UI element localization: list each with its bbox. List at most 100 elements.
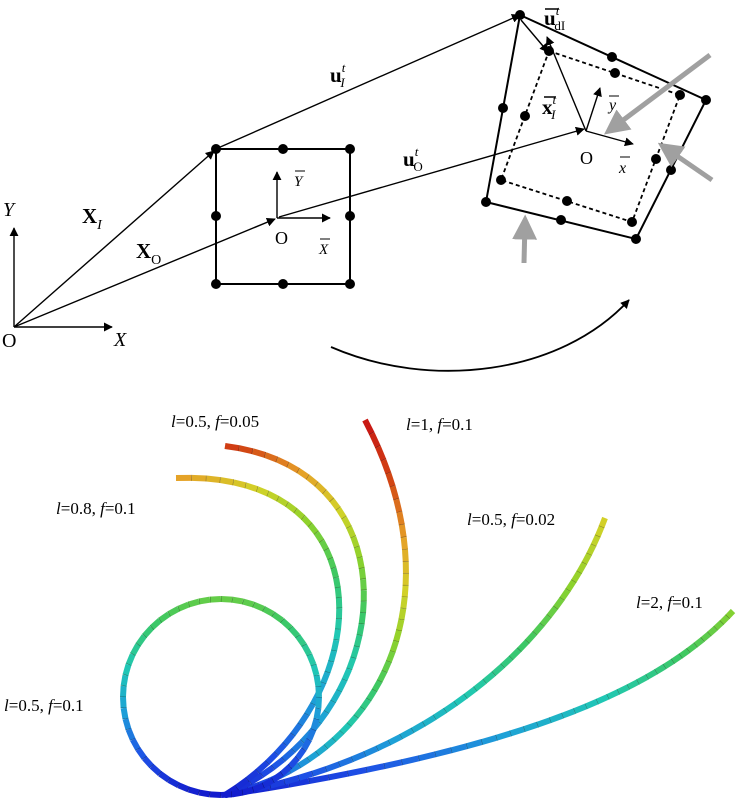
beam-segment — [122, 717, 132, 731]
beam-segment — [135, 634, 147, 647]
beam-segment — [244, 482, 259, 493]
beam-segment — [198, 596, 211, 605]
beam-segment — [297, 712, 310, 727]
beam-segment — [532, 623, 545, 636]
beam-segment — [576, 562, 587, 574]
beam-segment — [331, 639, 340, 652]
beam-segment — [719, 614, 730, 625]
beam-segment — [522, 721, 539, 733]
beam-segment — [491, 663, 505, 677]
beam-segment — [595, 694, 609, 705]
curve-label: l=2, f=0.1 — [636, 593, 703, 612]
beam-segment — [594, 525, 605, 538]
beam-segment — [500, 655, 513, 669]
beam-segment — [616, 684, 630, 695]
ref-node — [278, 144, 288, 154]
beam-segment — [330, 689, 342, 704]
beam-segment — [323, 737, 336, 750]
global-y-label: Y — [3, 199, 16, 221]
beam-segment — [276, 496, 289, 508]
beam-segment — [295, 634, 307, 647]
beam-segment — [297, 770, 314, 781]
beam-segment — [581, 553, 592, 565]
load-arrow-icon — [657, 142, 714, 183]
beam-segment — [271, 611, 284, 623]
beam-segment — [539, 614, 552, 627]
beam-segment — [328, 650, 337, 663]
beam-segment — [333, 628, 341, 641]
beam-segment — [234, 777, 249, 791]
curve-label: l=0.5, f=0.05 — [171, 412, 259, 431]
vector-u-O — [278, 126, 585, 218]
beam-segment — [508, 647, 522, 661]
beam-segment — [417, 751, 436, 762]
beam-segment — [219, 477, 235, 486]
beam-segment — [536, 717, 551, 728]
beam-segment — [287, 763, 301, 774]
beam-segment — [376, 670, 388, 683]
beam-segment — [333, 577, 341, 589]
beam-segment — [571, 570, 582, 583]
beam-segment — [365, 763, 385, 773]
beam-segment — [296, 468, 310, 480]
beam-segment — [450, 743, 468, 754]
global-x-label: X — [113, 329, 127, 351]
beam-segment — [281, 748, 296, 762]
inner-node — [627, 217, 637, 227]
beam-segment — [252, 601, 265, 612]
beam-segment — [283, 775, 300, 785]
beam-segment — [125, 653, 136, 666]
beam-segment — [495, 730, 512, 741]
beam-segment — [482, 671, 496, 684]
inner-node — [675, 90, 685, 100]
cur-node — [556, 215, 566, 225]
beam-segment — [313, 707, 322, 720]
vector-u-I — [217, 14, 521, 149]
beam-segment — [288, 778, 310, 788]
beam-segment — [167, 606, 180, 617]
beam-segment — [290, 739, 305, 753]
beam-segment — [323, 548, 334, 560]
beam-segment — [220, 596, 233, 603]
beam-segment — [158, 611, 171, 623]
beam-segment — [713, 620, 724, 631]
beam-segment — [130, 738, 141, 751]
cur-origin-label: O — [580, 148, 593, 168]
beam-segment — [297, 757, 310, 769]
beam-segment — [260, 765, 275, 778]
beam-segment — [401, 585, 409, 598]
inner-node — [544, 46, 554, 56]
beam-segment — [158, 771, 171, 783]
beam-segment — [353, 634, 363, 648]
beam-segment — [316, 710, 329, 725]
beam-segment — [149, 764, 162, 776]
beam-segment — [662, 658, 675, 670]
beam-segment — [561, 708, 576, 719]
cur-local-y-axis — [585, 87, 602, 132]
beam-segment — [327, 557, 337, 570]
beam-segment — [385, 472, 396, 488]
beam-segment — [322, 489, 335, 503]
inner-node — [496, 175, 506, 185]
beam-segment — [350, 645, 360, 659]
beam-segment — [559, 588, 571, 601]
inner-node — [520, 111, 530, 121]
beam-segment — [346, 767, 367, 777]
beam-segment — [231, 596, 244, 605]
beam-segment — [473, 679, 487, 692]
beam-segment — [120, 696, 127, 709]
beam-segment — [725, 608, 736, 619]
beam-segment — [120, 685, 127, 698]
beam-segment — [313, 674, 322, 687]
beam-segment — [360, 578, 367, 591]
beam-segment — [339, 722, 352, 735]
beam-segment — [400, 755, 420, 766]
beam-segment — [252, 782, 265, 793]
cur-local-x-label: x — [618, 160, 626, 177]
beam-segment — [320, 671, 331, 685]
beam-segment — [396, 511, 405, 526]
beam-segment — [288, 625, 300, 638]
beam-segment — [264, 751, 279, 765]
beam-segment — [693, 637, 705, 648]
